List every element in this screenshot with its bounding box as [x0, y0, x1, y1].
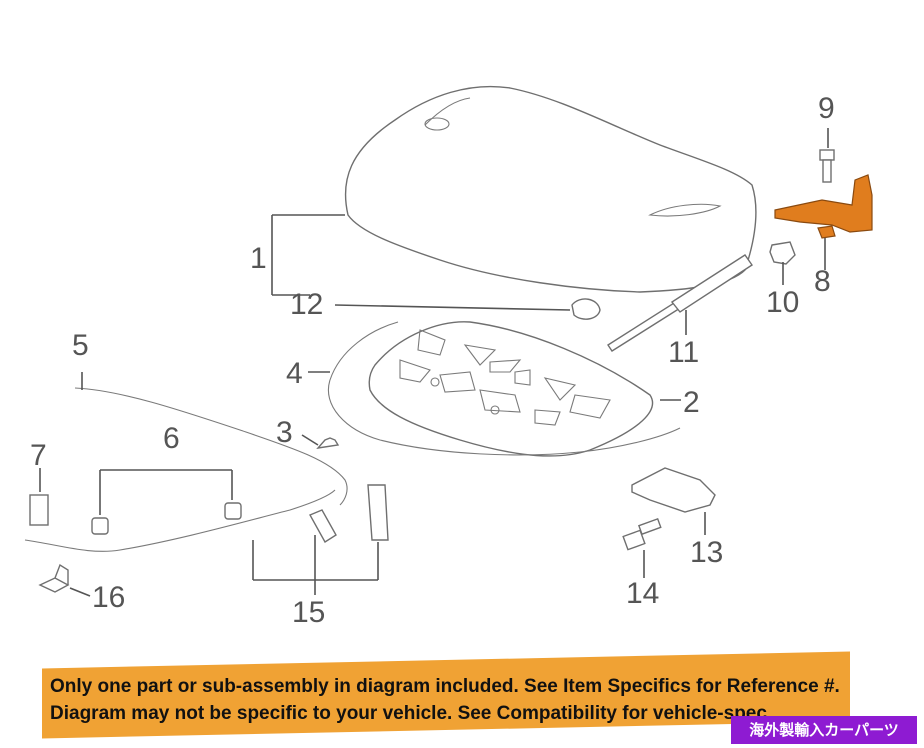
hinge-bolt [819, 149, 835, 183]
bumper-stop [571, 298, 601, 320]
callout-14: 14 [626, 577, 659, 610]
release-cable [24, 387, 348, 552]
callout-15: 15 [292, 596, 325, 629]
hood-latch [631, 467, 716, 513]
latch-bolt [622, 517, 662, 551]
clip-left [91, 517, 109, 535]
prop-support [29, 494, 49, 526]
callout-6: 6 [163, 422, 180, 455]
hood-seal [327, 321, 681, 456]
callout-11: 11 [668, 336, 699, 369]
bracket [38, 563, 70, 593]
callout-2: 2 [683, 386, 700, 419]
leader-lines [39, 128, 829, 597]
callout-13: 13 [690, 536, 723, 569]
callout-5: 5 [72, 329, 89, 362]
disclaimer-line-1: Only one part or sub-assembly in diagram… [50, 676, 840, 697]
callout-12: 12 [290, 288, 323, 321]
disclaimer-line-2: Diagram may not be specific to your vehi… [50, 703, 767, 724]
release-handle [309, 484, 389, 543]
callout-3: 3 [276, 416, 293, 449]
gas-strut [607, 254, 753, 352]
callout-7: 7 [30, 439, 47, 472]
hood-panel [344, 85, 757, 293]
shop-badge: 海外製輸入カーパーツ [731, 716, 917, 744]
hood-insulator [368, 321, 654, 457]
callout-10: 10 [766, 286, 799, 319]
retainer-pin [316, 437, 340, 449]
callout-4: 4 [286, 357, 303, 390]
clip-right [224, 502, 242, 520]
hinge-nut [769, 241, 796, 265]
callout-8: 8 [814, 265, 831, 298]
callout-1: 1 [250, 242, 267, 275]
callout-16: 16 [92, 581, 125, 614]
hood-hinge-highlighted [774, 174, 873, 239]
callout-9: 9 [818, 92, 835, 125]
